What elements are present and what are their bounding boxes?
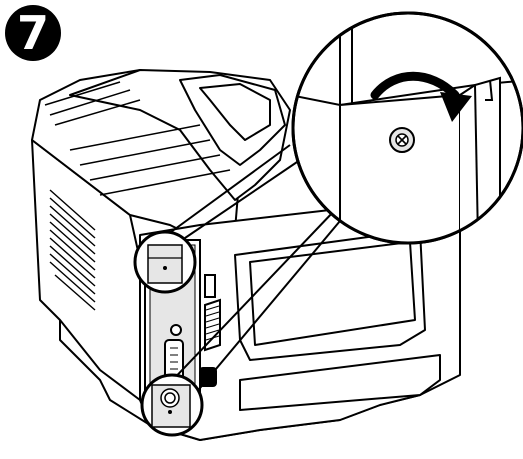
side-vents (50, 190, 95, 310)
rotate-clockwise-arrow-icon (375, 76, 472, 122)
top-cover-lines (45, 82, 230, 195)
step-number: 7 (16, 6, 49, 60)
small-callout-lower (142, 375, 202, 435)
callout-lines (160, 145, 345, 400)
step-circle-icon (5, 5, 61, 61)
small-callout-upper (135, 232, 195, 292)
thumbscrew-icon (390, 128, 414, 152)
printer-body (32, 70, 460, 440)
zoom-callout (290, 13, 523, 260)
